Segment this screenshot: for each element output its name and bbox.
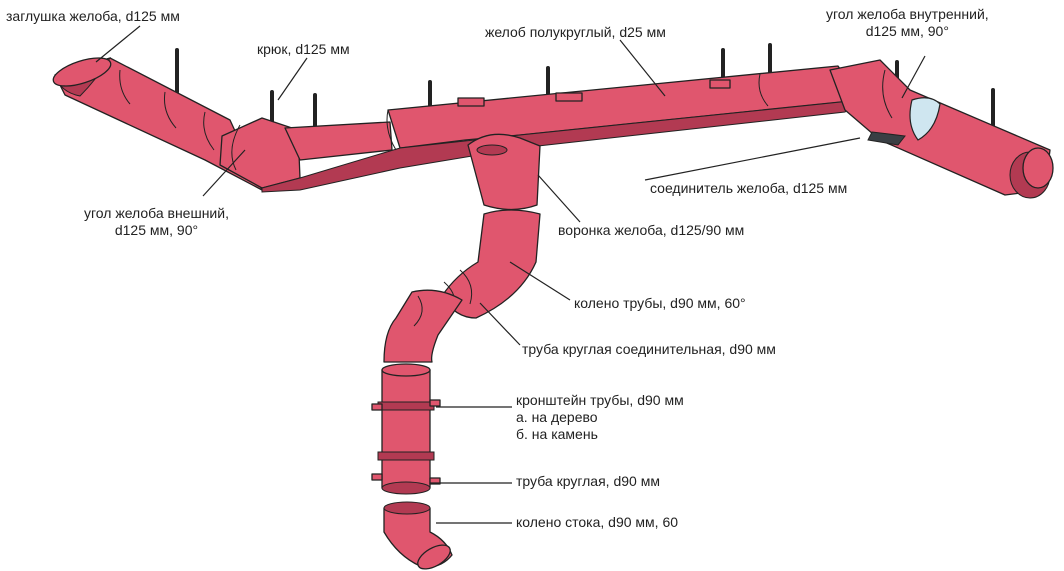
- label-gutter-cap: заглушка желоба, d125 мм: [6, 8, 180, 25]
- label-outer-corner: угол желоба внешний, d125 мм, 90°: [84, 205, 229, 239]
- label-inner-corner-line1: угол желоба внутренний,: [826, 6, 989, 23]
- label-inner-corner: угол желоба внутренний, d125 мм, 90°: [826, 6, 989, 40]
- label-hook: крюк, d125 мм: [257, 41, 350, 58]
- label-connector: соединитель желоба, d125 мм: [650, 180, 847, 197]
- main-gutter: [262, 66, 860, 192]
- label-inner-corner-line2: d125 мм, 90°: [826, 23, 989, 40]
- label-funnel: воронка желоба, d125/90 мм: [558, 222, 744, 239]
- pipe-connector: [384, 290, 462, 362]
- label-bracket-line2: а. на дерево: [516, 409, 684, 426]
- label-gutter: желоб полукруглый, d25 мм: [485, 24, 666, 41]
- label-outlet: колено стока, d90 мм, 60: [516, 514, 678, 531]
- label-pipe-elbow: колено трубы, d90 мм, 60°: [574, 295, 746, 312]
- label-outer-corner-line1: угол желоба внешний,: [84, 205, 229, 222]
- label-bracket: кронштейн трубы, d90 мм а. на дерево б. …: [516, 392, 684, 443]
- funnel: [468, 134, 540, 209]
- inner-corner-right-run: [830, 60, 1053, 198]
- label-pipe: труба круглая, d90 мм: [516, 473, 660, 490]
- label-bracket-line3: б. на камень: [516, 426, 684, 443]
- vertical-pipe: [372, 364, 440, 494]
- label-pipe-connector: труба круглая соединительная, d90 мм: [522, 341, 776, 358]
- label-bracket-line1: кронштейн трубы, d90 мм: [516, 392, 684, 409]
- label-outer-corner-line2: d125 мм, 90°: [84, 222, 229, 239]
- outlet-elbow: [384, 502, 454, 571]
